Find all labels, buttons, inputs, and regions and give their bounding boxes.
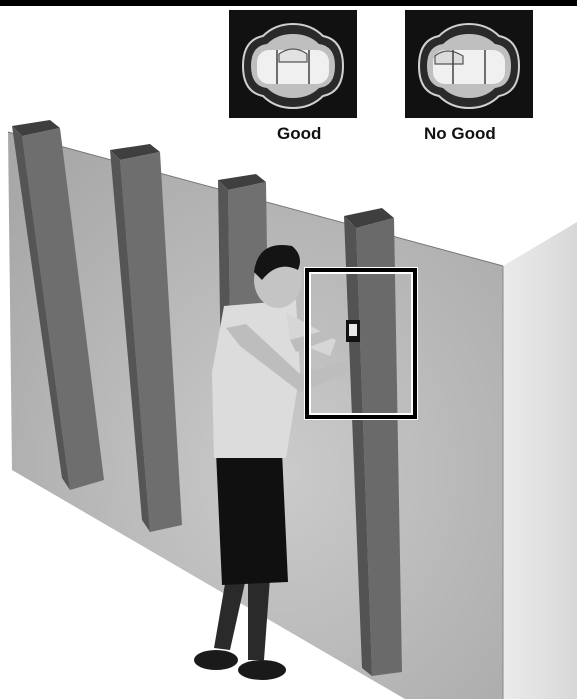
- good-caption: Good: [277, 124, 321, 144]
- good-level-vial: [229, 10, 357, 118]
- highlight-frame: [305, 268, 417, 419]
- no-good-caption: No Good: [424, 124, 496, 144]
- level-vial-icon: [405, 10, 533, 118]
- wall-side: [503, 222, 577, 699]
- no-good-level-vial: [405, 10, 533, 118]
- level-vial-icon: [229, 10, 357, 118]
